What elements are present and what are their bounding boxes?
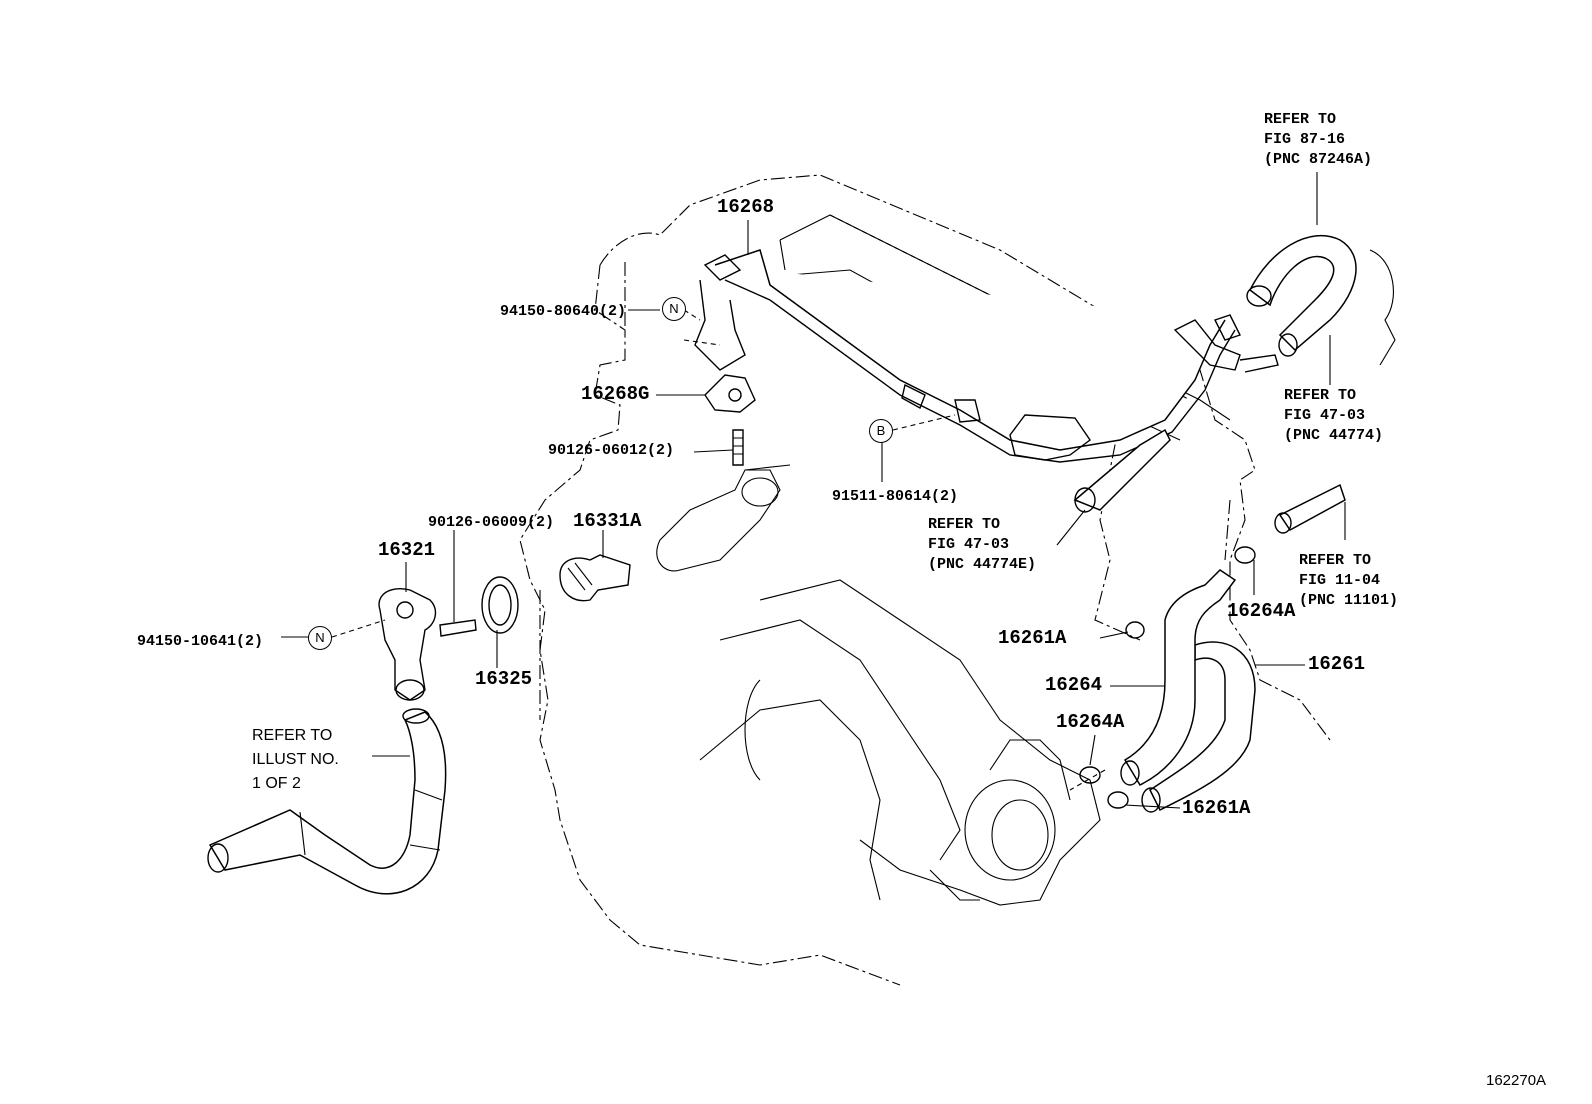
label-16331A[interactable]: 16331A (573, 510, 642, 532)
hose-87246A (1249, 234, 1357, 352)
callout-n-upper: N (662, 297, 686, 321)
stud-90126-06009 (439, 619, 477, 637)
label-94150-10641[interactable]: 94150-10641(2) (137, 633, 264, 650)
clamp-16261A-upper (1125, 621, 1145, 639)
clamp-16261A-lower (1107, 791, 1129, 809)
label-16268G[interactable]: 16268G (581, 383, 650, 405)
label-90126-06009[interactable]: 90126-06009(2) (428, 514, 555, 531)
water-inlet-16321 (378, 588, 437, 701)
clamp-16264A-lower (1079, 766, 1101, 784)
label-16325[interactable]: 16325 (475, 668, 533, 690)
label-90126-06012[interactable]: 90126-06012(2) (548, 442, 675, 459)
label-16261[interactable]: 16261 (1308, 653, 1366, 675)
callout-b: B (869, 419, 893, 443)
callout-n-lower: N (308, 626, 332, 650)
gasket-16268G (704, 374, 756, 413)
engine-block-lower (759, 579, 1101, 906)
label-16261A-upper[interactable]: 16261A (998, 627, 1067, 649)
label-16264A-lower[interactable]: 16264A (1056, 711, 1125, 733)
label-16268[interactable]: 16268 (717, 196, 775, 218)
diagram-id: 162270A (1486, 1072, 1547, 1089)
engine-outline (599, 174, 1331, 741)
hose-16261 (1149, 641, 1256, 812)
label-94150-80640[interactable]: 94150-80640(2) (500, 303, 627, 320)
label-16261A-lower[interactable]: 16261A (1182, 797, 1251, 819)
label-16321[interactable]: 16321 (378, 539, 436, 561)
hose-16264 (1123, 569, 1237, 786)
leader-lines (281, 172, 1346, 809)
gasket-16325 (481, 576, 519, 634)
label-16264[interactable]: 16264 (1045, 674, 1103, 696)
label-91511-80614[interactable]: 91511-80614(2) (832, 488, 959, 505)
label-16264A-right[interactable]: 16264A (1227, 600, 1296, 622)
thermostat-16331A (559, 554, 631, 602)
thermostat-housing (656, 469, 781, 572)
pipe-16268 (714, 249, 1226, 451)
clamp-16264A-right (1234, 546, 1256, 564)
